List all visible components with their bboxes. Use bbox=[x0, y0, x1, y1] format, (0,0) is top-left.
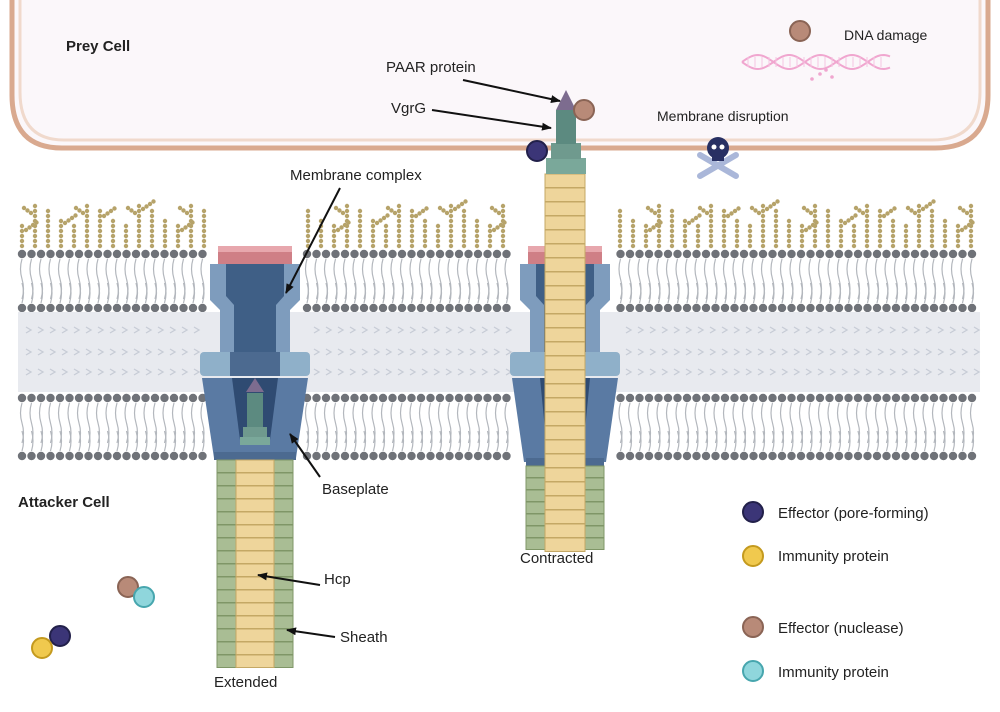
legend-marker-effector-nuclease bbox=[742, 616, 764, 638]
legend-marker-immunity-yellow bbox=[742, 545, 764, 567]
t6ss-contracted bbox=[510, 90, 620, 552]
legend: Effector (pore-forming) Immunity protein… bbox=[742, 501, 929, 682]
peptidoglycan-layer bbox=[25, 326, 981, 376]
legend-label-effector-pore-forming: Effector (pore-forming) bbox=[778, 505, 929, 522]
extended-label: Extended bbox=[214, 674, 277, 691]
membrane-disruption-icon bbox=[697, 137, 739, 179]
lipid-bilayer-outer bbox=[17, 249, 977, 313]
membrane-disruption-label: Membrane disruption bbox=[657, 108, 789, 124]
legend-label-effector-nuclease: Effector (nuclease) bbox=[778, 620, 904, 637]
dna-damage-nuclease-icon bbox=[789, 20, 811, 42]
vgrg-label: VgrG bbox=[391, 100, 426, 117]
paar-protein-label: PAAR protein bbox=[386, 59, 476, 76]
attacker-cell-label: Attacker Cell bbox=[18, 494, 110, 511]
legend-label-immunity-yellow: Immunity protein bbox=[778, 548, 889, 565]
prey-cell-label: Prey Cell bbox=[66, 38, 130, 55]
sheath-label: Sheath bbox=[340, 629, 388, 646]
contracted-label: Contracted bbox=[520, 550, 593, 567]
legend-marker-effector-pore-forming bbox=[742, 501, 764, 523]
baseplate-label: Baseplate bbox=[322, 481, 389, 498]
dna-damage-label: DNA damage bbox=[844, 27, 927, 43]
effector-nuclease-bound bbox=[573, 99, 595, 121]
lps-sugars bbox=[19, 199, 975, 249]
hcp-label: Hcp bbox=[324, 571, 351, 588]
legend-marker-immunity-cyan bbox=[742, 660, 764, 682]
dna-damage-icon bbox=[741, 53, 891, 81]
lipid-bilayer-inner bbox=[17, 393, 977, 461]
prey-cell-membrane bbox=[9, 0, 991, 151]
membrane-complex-label: Membrane complex bbox=[290, 167, 422, 184]
effector-nuclease-free bbox=[117, 576, 139, 598]
legend-label-immunity-cyan: Immunity protein bbox=[778, 664, 889, 681]
t6ss-extended bbox=[200, 246, 310, 668]
immunity-protein-yellow-free bbox=[31, 637, 53, 659]
effector-pore-forming-bound bbox=[526, 140, 548, 162]
effector-pore-forming-free bbox=[49, 625, 71, 647]
annotation-arrows bbox=[257, 79, 561, 638]
immunity-protein-cyan-free bbox=[133, 586, 155, 608]
